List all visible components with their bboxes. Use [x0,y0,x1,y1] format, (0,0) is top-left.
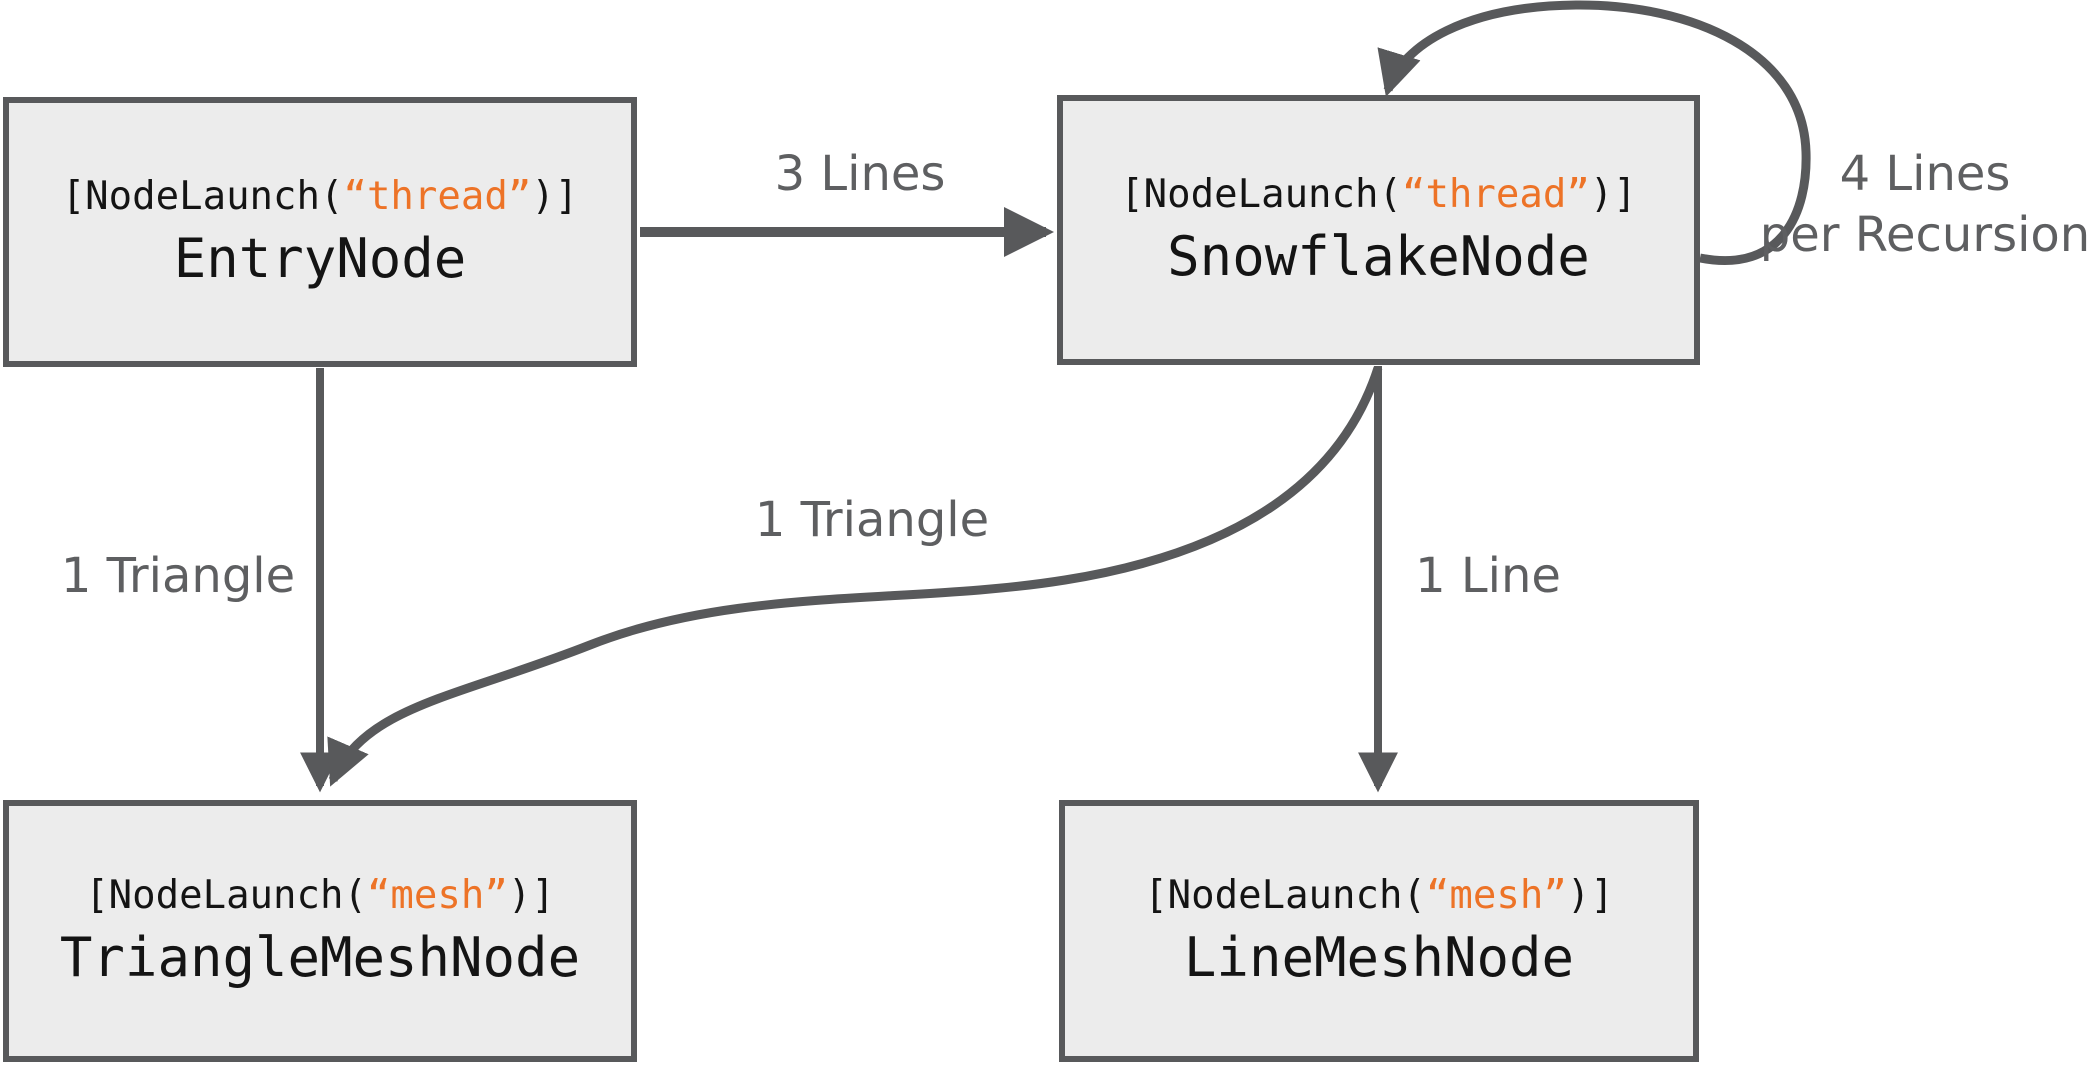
edge-label-1-triangle-upper: 1 Triangle [754,492,990,548]
edge-label-1-line: 1 Line [1415,548,1561,604]
edge-label-line-1: 4 Lines [1839,146,2011,202]
node-linemeshnode: [NodeLaunch(“mesh”)] LineMeshNode [1059,800,1699,1062]
attribute-suffix: )] [1589,171,1637,217]
node-entrynode-attribute: [NodeLaunch(“thread”)] [62,175,579,219]
attribute-suffix: )] [507,872,555,918]
attribute-prefix: [NodeLaunch( [1120,171,1402,217]
node-snowflakenode: [NodeLaunch(“thread”)] SnowflakeNode [1057,95,1700,365]
attribute-string-literal: “thread” [1401,171,1590,217]
node-entrynode-name: EntryNode [173,226,467,290]
attribute-suffix: )] [1566,872,1614,918]
edge-label-3-lines: 3 Lines [774,146,946,202]
node-trianglemeshnode-name: TriangleMeshNode [59,925,581,989]
attribute-prefix: [NodeLaunch( [61,173,344,219]
attribute-suffix: )] [531,173,579,219]
edge-label-4-lines-per-recursion: 4 Lines per Recursion [1752,144,2098,266]
edge-snowflake-to-trianglemesh-arrow [327,366,1383,787]
edge-label-1-triangle-left: 1 Triangle [60,548,296,604]
attribute-prefix: [NodeLaunch( [1144,872,1426,918]
attribute-string-literal: “thread” [343,173,532,219]
edge-label-line-2: per Recursion [1759,206,2091,263]
node-snowflakenode-name: SnowflakeNode [1167,224,1590,288]
node-snowflakenode-attribute: [NodeLaunch(“thread”)] [1120,173,1637,217]
node-linemeshnode-name: LineMeshNode [1183,925,1575,989]
attribute-string-literal: “mesh” [1425,872,1567,918]
node-trianglemeshnode-attribute: [NodeLaunch(“mesh”)] [85,874,555,918]
node-trianglemeshnode: [NodeLaunch(“mesh”)] TriangleMeshNode [3,800,637,1062]
node-entrynode: [NodeLaunch(“thread”)] EntryNode [3,97,637,367]
node-linemeshnode-attribute: [NodeLaunch(“mesh”)] [1144,874,1614,918]
attribute-string-literal: “mesh” [366,872,508,918]
attribute-prefix: [NodeLaunch( [85,872,367,918]
